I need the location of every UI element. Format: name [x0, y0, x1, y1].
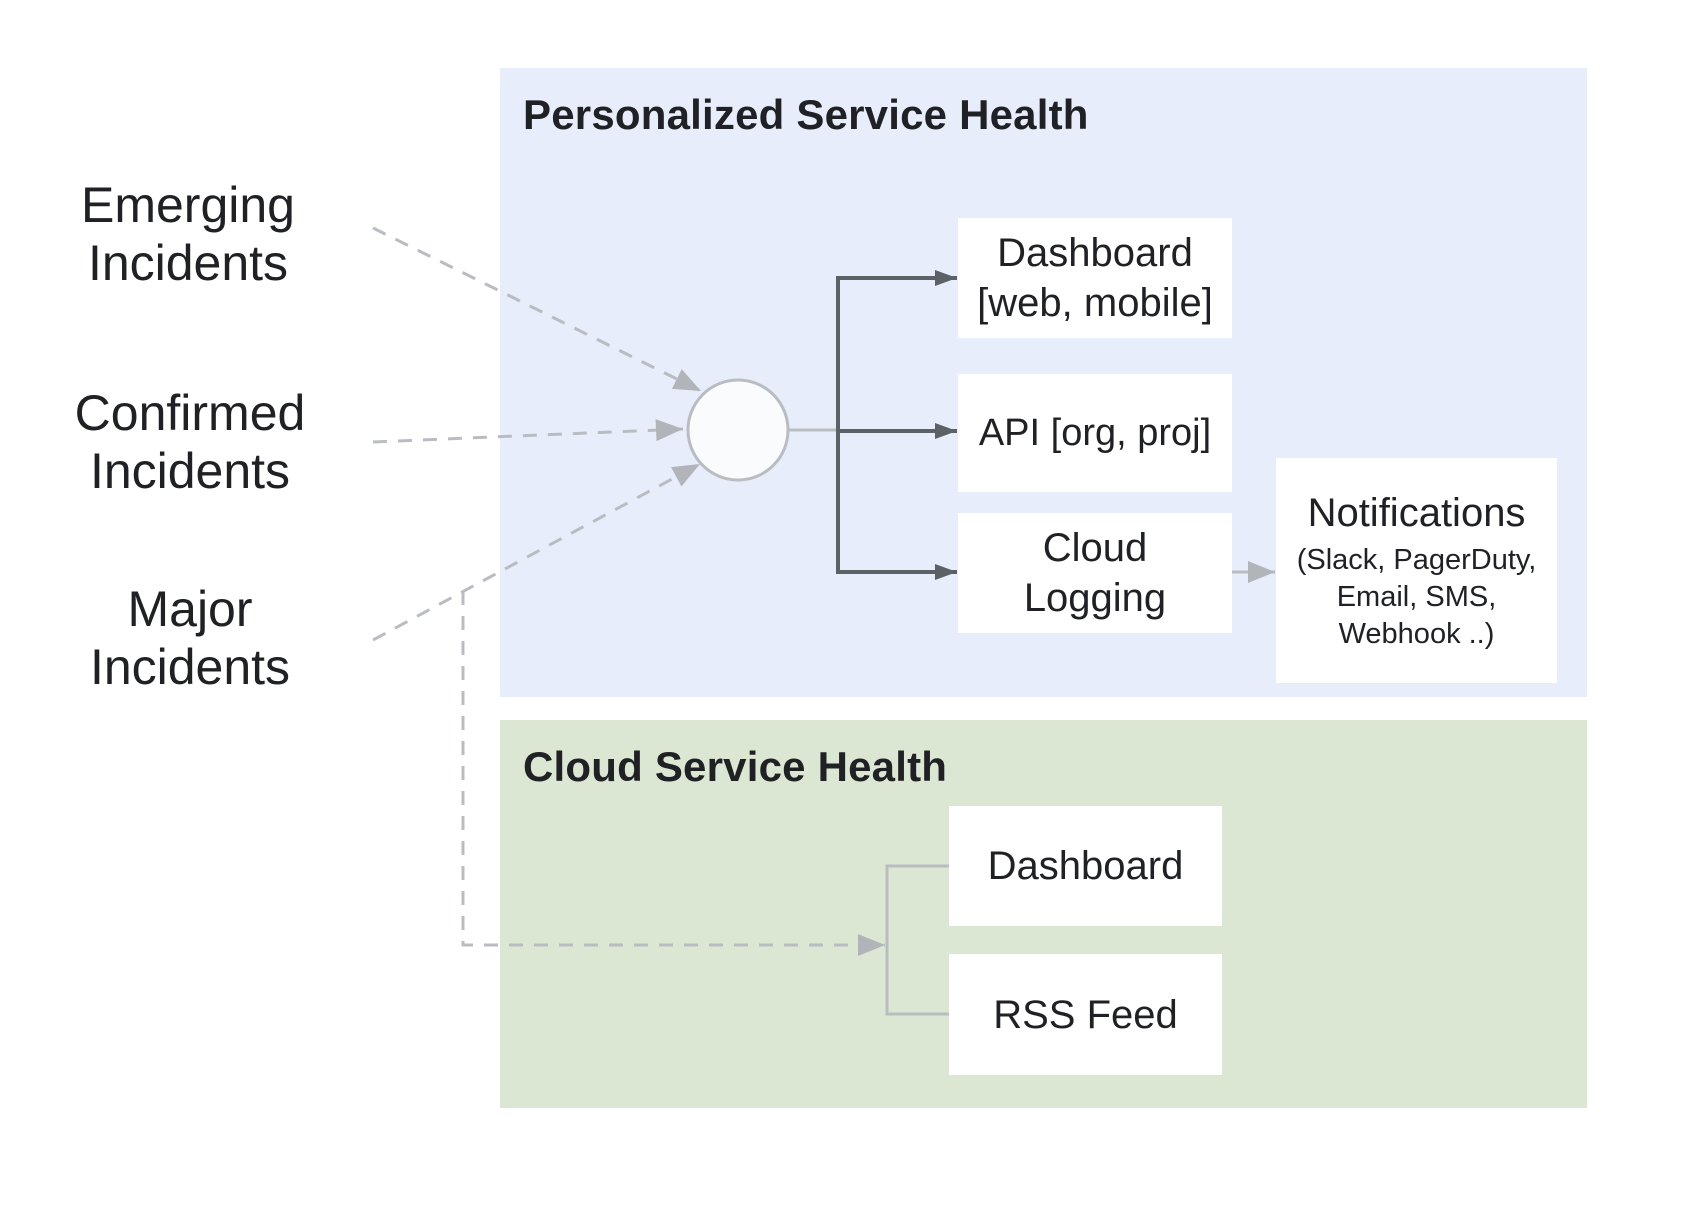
- notifications-box: Notifications (Slack, PagerDuty, Email, …: [1276, 458, 1557, 683]
- personalized-panel-title: Personalized Service Health: [523, 91, 1089, 138]
- cloud-dashboard-label: Dashboard: [987, 844, 1184, 888]
- api-org-proj-box: API [org, proj]: [958, 374, 1232, 492]
- cloud-dashboard-box: Dashboard: [949, 806, 1222, 926]
- cloud-panel-title: Cloud Service Health: [523, 743, 948, 790]
- rss-feed-box: RSS Feed: [949, 954, 1222, 1075]
- emerging-incidents-label: Emerging Incidents: [81, 177, 295, 291]
- notifications-channels: (Slack, PagerDuty, Email, SMS, Webhook .…: [1296, 543, 1537, 650]
- confirmed-incidents-label: Confirmed Incidents: [74, 385, 306, 499]
- emerging-incidents-arrow: [372, 226, 702, 393]
- notifications-title: Notifications: [1307, 490, 1526, 535]
- cloud-section-bracket: [885, 864, 949, 1016]
- branch-to-cloud-service-health-arrow: [461, 591, 885, 956]
- cloud-logging-box: Cloud Logging: [958, 513, 1232, 633]
- major-incidents-arrow: [372, 462, 701, 642]
- major-incidents-label: Major Incidents: [89, 581, 291, 695]
- dashboard-web-mobile-label: Dashboard [web, mobile]: [977, 231, 1213, 325]
- api-org-proj-label: API [org, proj]: [978, 412, 1212, 454]
- hub-node-circle: [686, 378, 790, 482]
- confirmed-incidents-arrow: [372, 419, 684, 444]
- dashboard-web-mobile-box: Dashboard [web, mobile]: [958, 218, 1232, 338]
- cloud-logging-label: Cloud Logging: [1023, 526, 1167, 620]
- rss-feed-label: RSS Feed: [993, 992, 1178, 1037]
